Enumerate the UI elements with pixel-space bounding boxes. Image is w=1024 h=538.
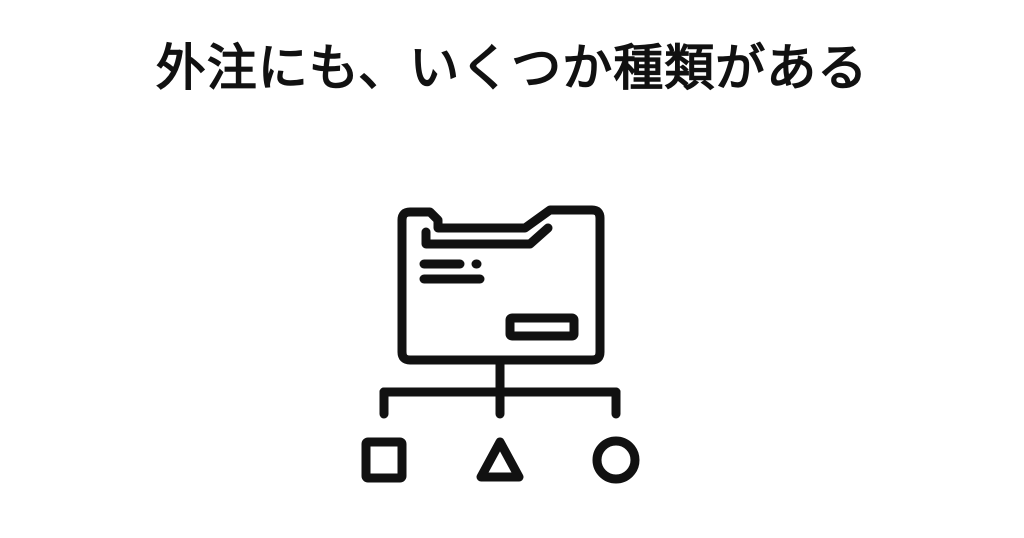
hierarchy-connector-icon <box>379 357 621 419</box>
folder-icon <box>397 205 605 365</box>
square-icon <box>361 437 407 483</box>
circle-icon <box>592 436 640 484</box>
triangle-icon <box>476 437 524 482</box>
page-title: 外注にも、いくつか種類がある <box>155 39 869 97</box>
